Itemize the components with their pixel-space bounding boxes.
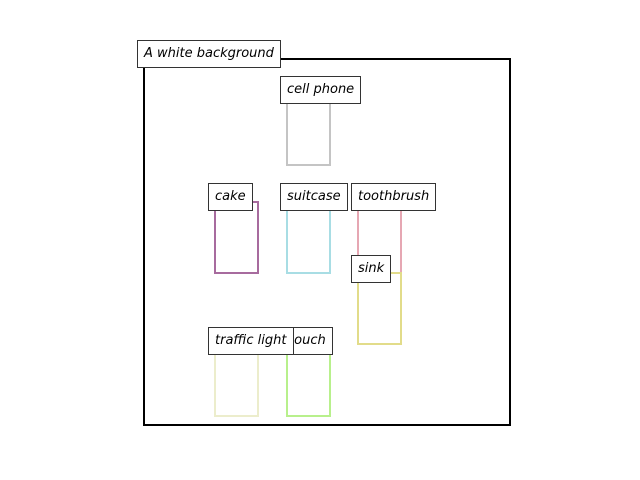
- traffic-light-label: traffic light: [208, 327, 294, 355]
- suitcase-box: [286, 201, 331, 274]
- suitcase-label: suitcase: [280, 183, 348, 211]
- cell-phone-box: [286, 102, 331, 166]
- cake-label: cake: [208, 183, 253, 211]
- couch-label: couch: [280, 327, 333, 355]
- scene-frame: [143, 58, 511, 426]
- toothbrush-label: toothbrush: [351, 183, 437, 211]
- scene-label: A white background: [137, 40, 281, 68]
- cell-phone-label: cell phone: [280, 76, 362, 104]
- sink-label: sink: [351, 255, 392, 283]
- cake-box: [214, 201, 259, 274]
